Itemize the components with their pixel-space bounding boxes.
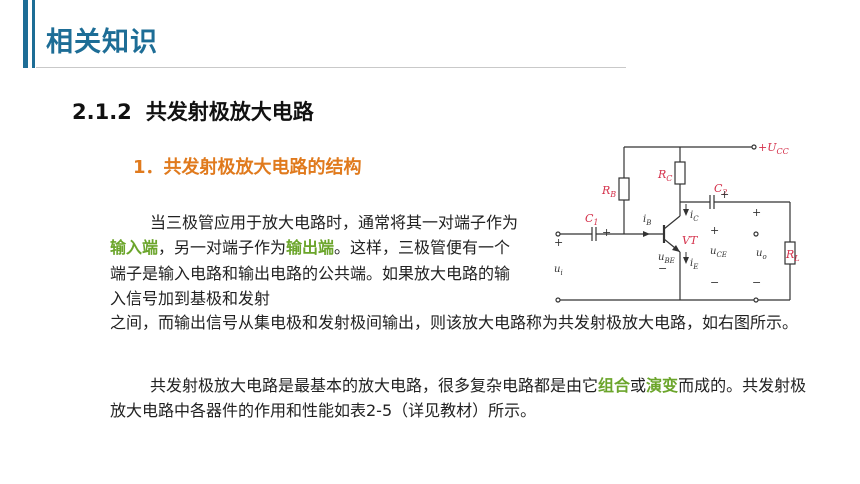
common-emitter-circuit-diagram: +UCC RB RC C1 C2 RL VT iB iC iE uBE uCE …	[554, 141, 800, 303]
input-terminal-bottom	[555, 297, 561, 303]
label-ic: iC	[690, 210, 699, 223]
label-uo: uo	[756, 248, 767, 261]
label-c1: C1	[585, 212, 599, 227]
paragraph-3-text-b: 而成的。共发射极放大电路中各器件的作用和性能如表2-5（详见教材）所示。	[110, 376, 807, 421]
label-rl: RL	[785, 248, 800, 263]
vcc-terminal	[751, 144, 757, 150]
subsection-title: 1．共发射极放大电路的结构	[133, 157, 362, 178]
paragraph-3-text-a: 共发射极放大电路是最基本的放大电路，很多复杂电路都是由它	[150, 376, 599, 395]
resistor-rc	[674, 161, 686, 185]
highlight-output-terminal: 输出端	[286, 238, 335, 258]
header-accent-bar-thin	[32, 0, 35, 68]
sign-ube-minus: −	[658, 262, 667, 275]
header-accent-bar	[23, 0, 28, 68]
ic-arrow-icon	[683, 209, 689, 216]
section-title: 2.1.2 共发射极放大电路	[72, 96, 314, 126]
resistor-rb	[618, 177, 630, 201]
paragraph-1-text-b: ，另一对端子作为	[158, 238, 287, 258]
label-ib: iB	[643, 214, 651, 227]
section-title-text: 共发射极放大电路	[145, 100, 314, 124]
label-rc: RC	[657, 168, 672, 183]
label-uce: uCE	[710, 246, 727, 259]
section-number: 2.1.2	[72, 100, 132, 124]
sign-uce-plus: +	[710, 224, 719, 237]
label-vt: VT	[682, 234, 699, 247]
highlight-input-terminal: 输入端	[110, 238, 159, 258]
output-terminal-bottom	[753, 297, 759, 303]
header-divider	[36, 67, 626, 68]
ib-arrow-icon	[643, 231, 650, 237]
paragraph-1: 当三极管应用于放大电路时，通常将其一对端子作为输入端，另一对端子作为输出端。这样…	[110, 210, 524, 311]
transistor-collector-lead	[663, 215, 681, 230]
sign-uce-minus: −	[710, 276, 719, 289]
sign-output-minus: −	[752, 276, 761, 289]
paragraph-3: 共发射极放大电路是最基本的放大电路，很多复杂电路都是由它组合或演变而成的。共发射…	[110, 373, 820, 424]
label-vcc: +UCC	[758, 141, 789, 156]
highlight-combine: 组合	[598, 376, 631, 395]
paragraph-2: 之间，而输出信号从集电极和发射极间输出，则该放大电路称为共发射极放大电路，如右图…	[110, 313, 799, 332]
label-ui: ui	[554, 264, 563, 277]
label-rb: RB	[601, 184, 616, 199]
label-c2: C2	[714, 182, 728, 197]
sign-c1-plus: +	[602, 226, 611, 239]
sign-input-plus: +	[554, 236, 563, 249]
sign-output-plus: +	[752, 206, 761, 219]
emitter-arrow-icon	[672, 245, 680, 252]
label-ube: uBE	[658, 252, 675, 265]
paragraph-1-text-c: 。这样，三极管便有一个端子是输入电路和输出电路的公共端。如果放大电路的输入信号加…	[110, 238, 511, 308]
sign-c2-plus: +	[720, 188, 729, 201]
output-terminal-top	[753, 231, 759, 237]
highlight-evolve: 演变	[646, 376, 679, 395]
header-title: 相关知识	[46, 27, 158, 58]
ie-arrow-icon	[683, 257, 689, 264]
paragraph-1-text-a: 当三极管应用于放大电路时，通常将其一对端子作为	[150, 213, 519, 232]
label-ie: iE	[690, 258, 698, 271]
paragraph-3-text-mid: 或	[630, 376, 647, 395]
